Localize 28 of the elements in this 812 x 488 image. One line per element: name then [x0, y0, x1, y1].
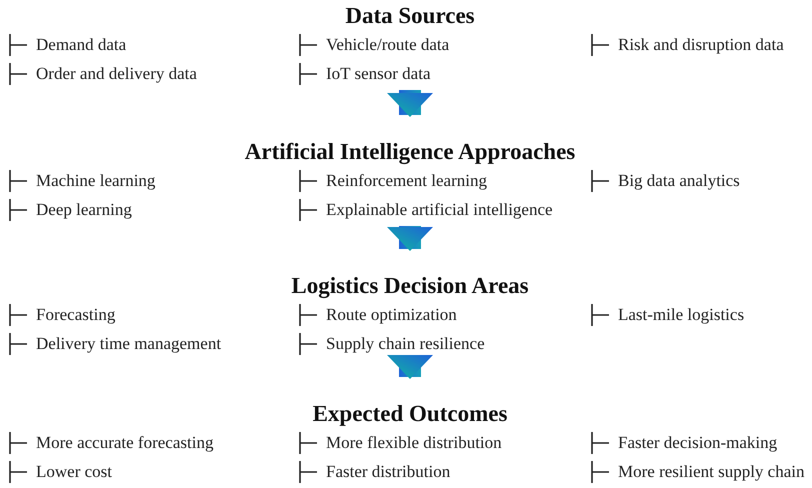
list-item-text: More flexible distribution	[326, 432, 502, 454]
list-item-text: Last-mile logistics	[618, 304, 744, 326]
list-item-text: Big data analytics	[618, 170, 740, 192]
list-item-text: IoT sensor data	[326, 62, 430, 85]
list-item-text: Forecasting	[36, 304, 116, 326]
list-item-text: Faster decision-making	[618, 432, 778, 454]
section-heading: Logistics Decision Areas	[290, 272, 530, 300]
block-arrow	[387, 355, 433, 379]
list-item-text: Route optimization	[326, 304, 457, 326]
list-item-text: Supply chain resilience	[326, 332, 485, 355]
section-heading: Expected Outcomes	[312, 400, 508, 428]
list-item-text: Lower cost	[36, 460, 112, 483]
list-item-text: Vehicle/route data	[326, 34, 450, 56]
list-item-text: Explainable artificial intelligence	[326, 198, 553, 221]
block-arrow	[387, 226, 433, 251]
list-item-text: Risk and disruption data	[618, 34, 784, 56]
block-arrow	[387, 90, 433, 117]
list-item-text: Machine learning	[36, 170, 156, 192]
list-item-text: Deep learning	[36, 198, 132, 221]
list-item-text: Delivery time management	[36, 332, 222, 355]
section-heading: Artificial Intelligence Approaches	[244, 138, 576, 166]
section-heading: Data Sources	[344, 2, 476, 30]
list-item-text: Demand data	[36, 34, 126, 56]
list-item-text: Faster distribution	[326, 460, 450, 483]
list-item-text: More resilient supply chain	[618, 460, 804, 483]
list-item-text: Reinforcement learning	[326, 170, 487, 192]
list-item-text: More accurate forecasting	[36, 432, 214, 454]
list-item-text: Order and delivery data	[36, 62, 197, 85]
